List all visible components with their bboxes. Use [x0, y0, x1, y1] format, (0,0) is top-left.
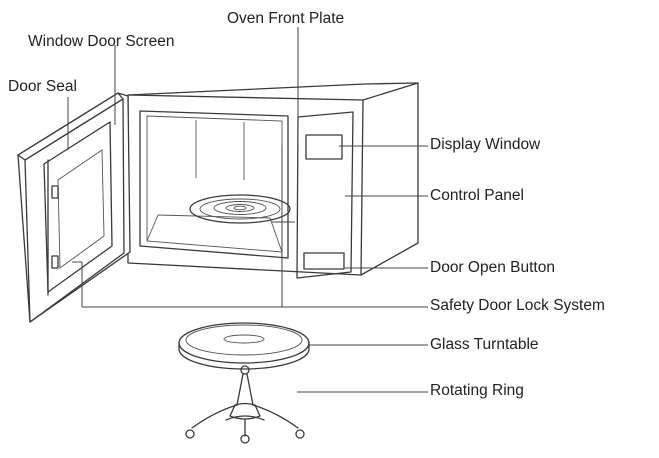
- label-door-seal: Door Seal: [8, 78, 77, 96]
- label-safety-door-lock-system: Safety Door Lock System: [430, 297, 605, 315]
- rotating-ring: [186, 366, 304, 443]
- label-oven-front-plate: Oven Front Plate: [227, 10, 344, 28]
- label-rotating-ring: Rotating Ring: [430, 382, 524, 400]
- glass-turntable: [179, 323, 309, 369]
- open-door: [18, 93, 130, 322]
- label-display-window: Display Window: [430, 136, 540, 154]
- label-glass-turntable: Glass Turntable: [430, 336, 539, 354]
- label-control-panel: Control Panel: [430, 187, 524, 205]
- label-door-open-button: Door Open Button: [430, 259, 555, 277]
- label-window-door-screen: Window Door Screen: [28, 33, 174, 51]
